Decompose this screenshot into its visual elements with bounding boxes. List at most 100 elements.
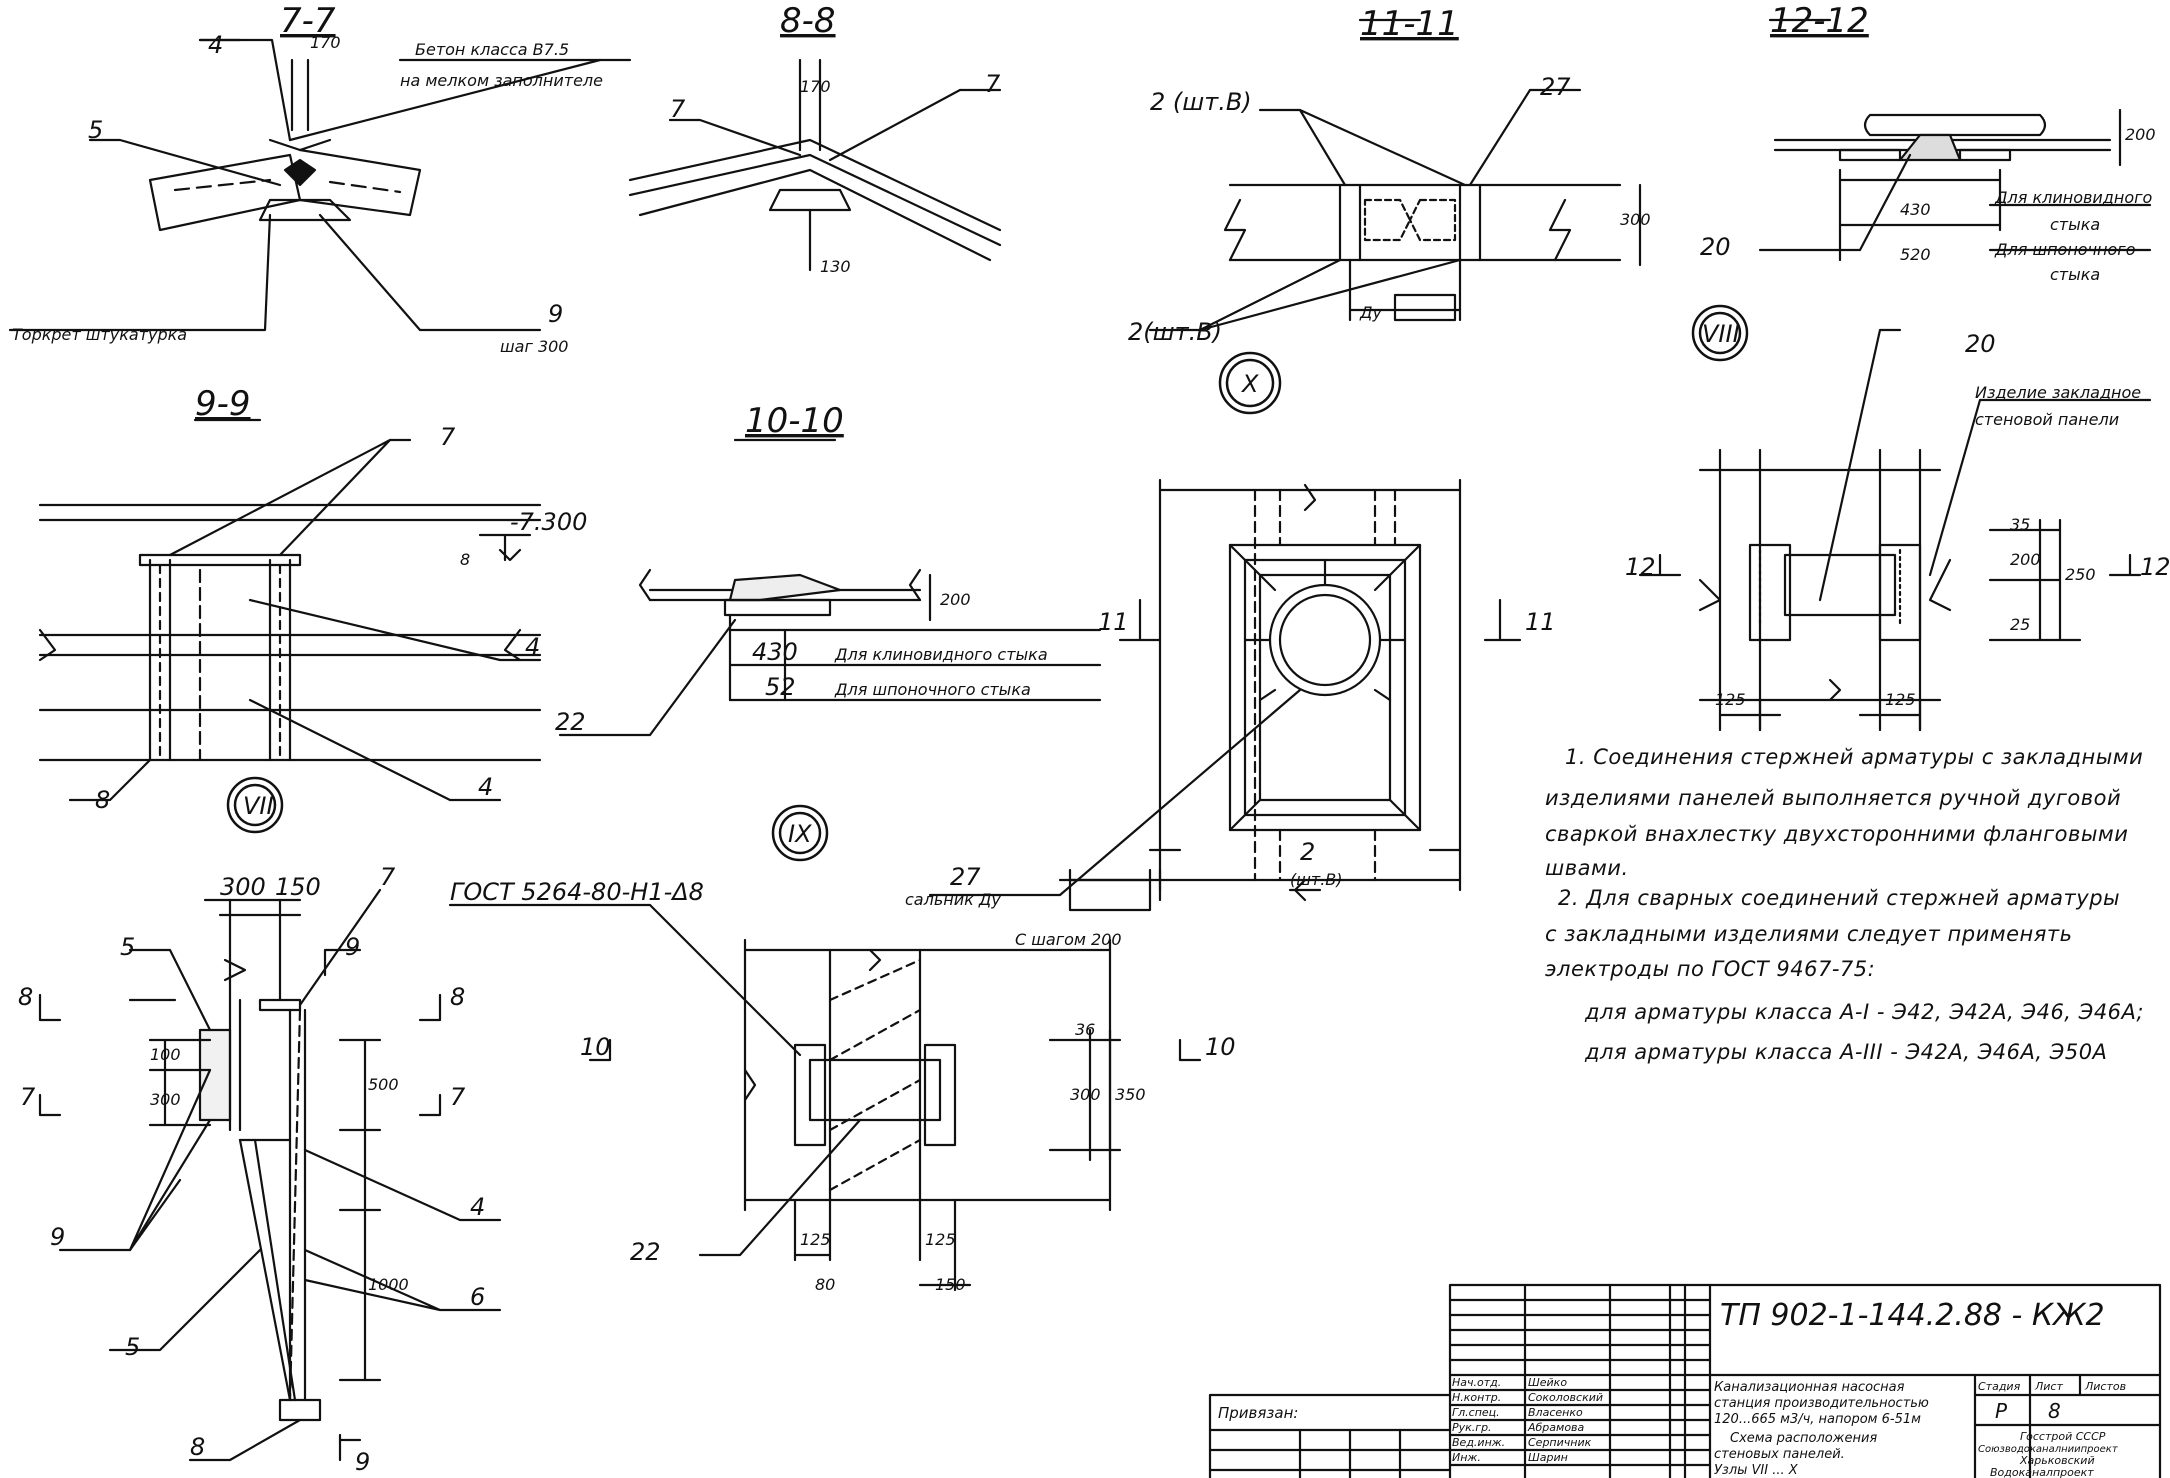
dim-500: 500 [368, 1075, 399, 1094]
node-viii-label: VIII [1702, 320, 1740, 348]
tb-name-4: Абрамова [1527, 1421, 1585, 1434]
note-line-2: изделиями панелей выполняется ручной дуг… [1545, 786, 2122, 810]
dim-250: 250 [2065, 565, 2096, 584]
dim-150-top: 150 [275, 873, 321, 901]
dim-52: 52 [765, 673, 796, 701]
du-label: Ду [1359, 303, 1383, 322]
tb-name-1: Шейко [1528, 1376, 1567, 1389]
sheet-header: Лист [2034, 1380, 2063, 1393]
section-12-12-title: 12-12 [1770, 1, 1869, 41]
text-klin-b: Для клиновидного стыка [834, 645, 1048, 664]
dim-150-c: 150 [935, 1275, 966, 1294]
dim-8: 8 [460, 550, 470, 569]
level-mark: -7.300 [510, 508, 587, 536]
tb-role-5: Вед.инж. [1452, 1436, 1505, 1449]
text-shpon-2: стыка [2050, 265, 2100, 284]
dim-125-b: 125 [1885, 690, 1916, 709]
dim-130: 130 [820, 257, 851, 276]
cut-10-right: 10 [1205, 1033, 1236, 1061]
dim-1000: 1000 [368, 1275, 409, 1294]
tb-name-6: Шарин [1528, 1451, 1568, 1464]
node-vii-label: VII [243, 792, 274, 820]
cut-10-left: 10 [580, 1033, 611, 1061]
mark-4-b: 4 [525, 633, 540, 661]
dim-200-b: 200 [940, 590, 971, 609]
note-line-8: для арматуры класса А-I - Э42, Э42А, Э46… [1585, 1000, 2144, 1024]
mark-6: 6 [470, 1283, 485, 1311]
drawing-code: ТП 902-1-144.2.88 - КЖ2 [1720, 1298, 2105, 1333]
mark-7-b: 7 [985, 70, 1001, 98]
cut-11-a: 11 [1098, 608, 1129, 636]
dim-300-b: 300 [1620, 210, 1651, 229]
node-x-circle [1218, 351, 1282, 415]
dim-350: 350 [1115, 1085, 1146, 1104]
mark-7-a: 7 [670, 95, 686, 123]
dim-300-side: 300 [150, 1090, 181, 1109]
cut-7-left: 7 [20, 1083, 36, 1111]
node-x-label: X [1240, 370, 1259, 398]
dim-100: 100 [150, 1045, 181, 1064]
mark-8-b: 8 [190, 1433, 205, 1461]
tb-role-6: Инж. [1452, 1451, 1481, 1464]
tb-role-2: Н.контр. [1452, 1391, 1501, 1404]
dim-170: 170 [310, 33, 341, 52]
pipe-detail [928, 478, 1522, 912]
text-klin-2: стыка [2050, 215, 2100, 234]
dim-25: 25 [2010, 615, 2030, 634]
tb-name-2: Соколовский [1528, 1391, 1603, 1404]
sheet-title-1: Схема расположения [1730, 1431, 1877, 1446]
section-12-12 [1758, 18, 2152, 262]
torkret-label: Торкрет штукатурка [12, 325, 187, 344]
section-8-8 [628, 58, 1002, 272]
sheet-title-2: стеновых панелей. [1714, 1447, 1845, 1462]
note-line-3: сваркой внахлестку двухсторонними фланго… [1545, 822, 2129, 846]
section-8-8-title: 8-8 [780, 1, 836, 41]
text-klin: Для клиновидного [1994, 188, 2153, 207]
mark-7-d: 7 [380, 863, 396, 891]
cut-8-right: 8 [450, 983, 465, 1011]
cut-12-b: 12 [2140, 553, 2170, 581]
dim-200-c: 200 [2125, 125, 2156, 144]
mark-27: 27 [1540, 73, 1571, 101]
mark-5-c: 5 [125, 1333, 140, 1361]
sheets-header: Листов [2084, 1380, 2126, 1393]
node-ix-circle [771, 804, 829, 862]
text-shpon: Для шпоночного [1994, 240, 2136, 259]
tb-name-3: Власенко [1528, 1406, 1583, 1419]
panel-detail [1638, 328, 2152, 732]
cut-7-right: 7 [450, 1083, 466, 1111]
mark-2-b: 2(шт.В) [1128, 318, 1222, 346]
gost-label: ГОСТ 5264-80-Н1-Δ8 [450, 878, 704, 906]
concrete-label-2: на мелком заполнителе [400, 71, 603, 90]
cut-11-b: 11 [1525, 608, 1556, 636]
node-ix-label: IX [788, 820, 812, 848]
note-line-6: с закладными изделиями следует применять [1545, 922, 2073, 946]
org-line-4: Водоканалпроект [1990, 1466, 2094, 1478]
section-11-11-title: 11-11 [1360, 4, 1459, 44]
dim-125-a: 125 [1715, 690, 1746, 709]
stage-header: Стадия [1978, 1380, 2021, 1393]
dim-80: 80 [815, 1275, 835, 1294]
note-line-9: для арматуры класса А-III - Э42А, Э46А, … [1585, 1040, 2108, 1064]
note-line-1: 1. Соединения стержней арматуры с заклад… [1565, 745, 2144, 769]
project-line-2: станция производительностью [1714, 1396, 1929, 1411]
node-viii-circle [1691, 304, 1749, 362]
tb-name-5: Серпичник [1528, 1436, 1592, 1449]
cut-9-bottom: 9 [355, 1448, 370, 1476]
izd-label: Изделие закладное [1975, 383, 2141, 402]
dim-300-c: 300 [1070, 1085, 1101, 1104]
dim-125-d: 125 [925, 1230, 956, 1249]
stage-value: Р [1995, 1399, 2008, 1423]
step-label: шаг 300 [500, 337, 568, 356]
mark-9: 9 [548, 300, 563, 328]
mark-22: 22 [555, 708, 586, 736]
mark-5-b: 5 [120, 933, 135, 961]
mark-8: 8 [95, 786, 110, 814]
mark-20: 20 [1700, 233, 1731, 261]
dim-125-c: 125 [800, 1230, 831, 1249]
mark-2-a: 2 (шт.В) [1150, 88, 1252, 116]
mark-27-b: 27 [950, 863, 981, 891]
privyazan-label: Привязан: [1218, 1404, 1298, 1422]
text-shpon-b: Для шпоночного стыка [834, 680, 1031, 699]
title-block [1208, 1283, 2162, 1478]
